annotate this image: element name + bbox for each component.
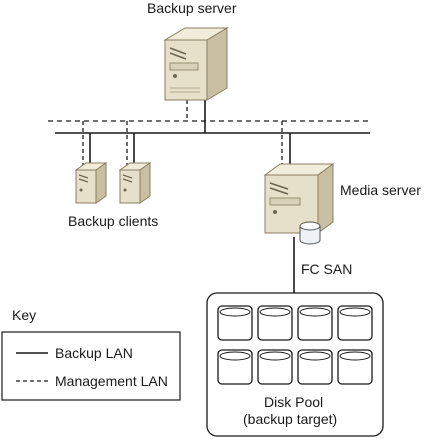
backup-server-label: Backup server <box>147 0 237 16</box>
key-backup-lan-label: Backup LAN <box>55 345 133 361</box>
disk-pool-sublabel: (backup target) <box>243 411 338 427</box>
disk-pool-drive-icon <box>337 349 373 385</box>
disk-pool-drive-icon <box>217 349 253 385</box>
disk-pool-drive-icon <box>297 305 333 341</box>
disk-pool-drive-icon <box>297 349 333 385</box>
key-title: Key <box>12 307 37 323</box>
disk-pool-drive-icon <box>217 305 253 341</box>
disk-pool-drive-icon <box>337 305 373 341</box>
backup-client-2-icon <box>118 162 152 204</box>
backup-server-icon <box>163 27 229 101</box>
media-server-label: Media server <box>340 182 421 198</box>
key-management-lan-label: Management LAN <box>55 373 168 389</box>
media-server-disk-icon <box>299 221 321 245</box>
fc-san-label: FC SAN <box>301 261 353 277</box>
backup-clients-label: Backup clients <box>68 213 159 229</box>
key-box <box>1 331 181 401</box>
backup-client-1-icon <box>74 162 108 204</box>
disk-pool-drive-icon <box>257 349 293 385</box>
disk-pool-drive-icon <box>257 305 293 341</box>
disk-pool-label: Disk Pool <box>264 394 324 410</box>
media-server-icon <box>263 163 335 234</box>
